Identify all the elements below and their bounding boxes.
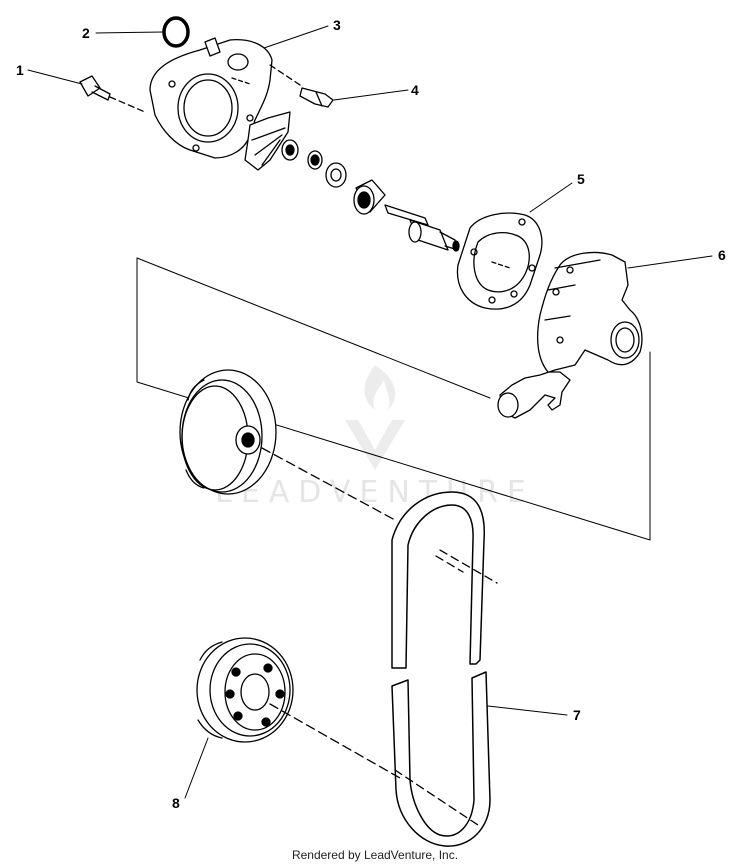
pump-shaft <box>384 204 460 252</box>
part-4-bolt <box>299 87 334 108</box>
part-3-housing <box>149 37 301 159</box>
callout-2: 2 <box>82 25 90 41</box>
callout-8: 8 <box>172 795 180 811</box>
assembly-frame-line <box>136 257 651 541</box>
seal-small <box>307 150 323 170</box>
callout-labels: 1 2 3 4 5 6 7 8 <box>16 17 726 811</box>
callout-3: 3 <box>333 17 341 33</box>
water-pump-pulley <box>179 369 396 521</box>
part-8-crank-pulley <box>196 637 401 779</box>
callout-6: 6 <box>718 247 726 263</box>
impeller <box>244 111 299 171</box>
bearing <box>353 179 386 215</box>
seal-medium <box>325 162 347 188</box>
callout-7: 7 <box>573 707 581 723</box>
part-6-water-pump <box>497 251 643 419</box>
footer-credit: Rendered by LeadVenture, Inc. <box>291 848 459 862</box>
watermark-text: LEADVENTURE <box>215 475 535 510</box>
callout-4: 4 <box>411 82 419 98</box>
part-1-bolt <box>79 75 146 113</box>
callout-1: 1 <box>16 62 24 78</box>
assembly-frame-line-top <box>136 257 491 399</box>
part-2-o-ring <box>162 16 190 48</box>
leader-lines <box>27 25 713 799</box>
callout-5: 5 <box>577 171 585 187</box>
part-7-belt <box>391 491 498 847</box>
part-5-gasket <box>456 212 543 310</box>
